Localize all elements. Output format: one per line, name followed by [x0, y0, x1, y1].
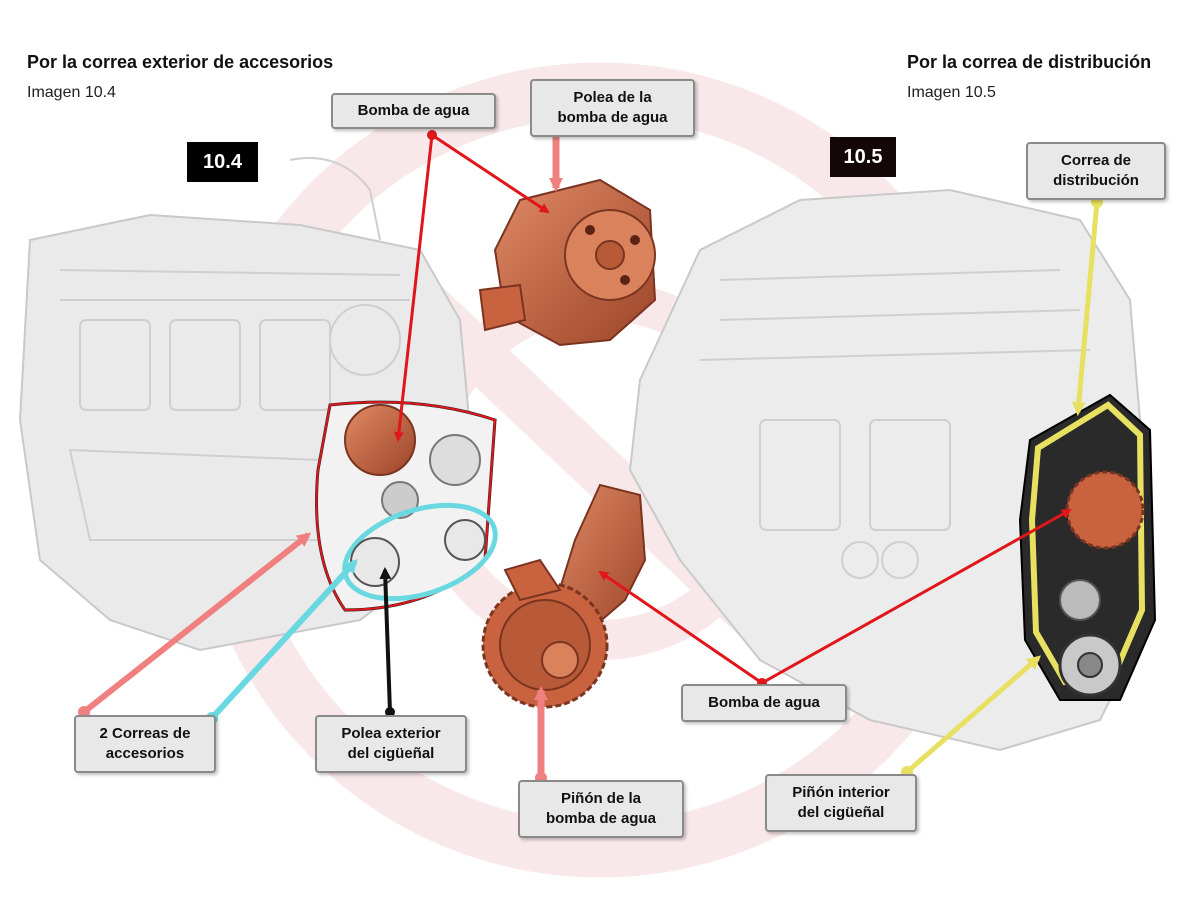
arrow-bomba-agua-to-pump — [427, 130, 550, 214]
right-engine-illustration — [628, 188, 1152, 752]
left-subheading: Imagen 10.4 — [27, 84, 116, 101]
arrow-bomba-agua-to-left-pump — [393, 134, 434, 442]
label-correa-de-distribucion: Correa de distribución — [1026, 142, 1166, 200]
right-heading: Por la correa de distribución — [907, 52, 1152, 72]
label-polea-de-la-bomba: Polea de la bomba de agua — [530, 79, 695, 137]
left-heading: Por la correa exterior de accesorios — [27, 52, 334, 72]
label-bomba-de-agua-top: Bomba de agua — [331, 93, 496, 129]
accessory-belt-assembly — [315, 400, 498, 612]
timing-belt-assembly — [1018, 393, 1157, 701]
water-pump-sprocket-illustration — [481, 483, 647, 709]
badge-10-4: 10.4 — [187, 142, 258, 182]
badge-10-5: 10.5 — [830, 137, 896, 177]
label-2-correas-accesorios: 2 Correas de accesorios — [74, 715, 216, 773]
water-pump-illustration — [478, 178, 657, 347]
right-subheading: Imagen 10.5 — [907, 84, 996, 101]
label-pinon-bomba-de-agua: Piñón de la bomba de agua — [518, 780, 684, 838]
label-pinon-interior-cigueñal: Piñón interior del cigüeñal — [765, 774, 917, 832]
label-polea-exterior-cigueñal: Polea exterior del cigüeñal — [315, 715, 467, 773]
label-bomba-de-agua-bottom: Bomba de agua — [681, 684, 847, 722]
arrow-polea-cigueñal — [379, 567, 395, 717]
